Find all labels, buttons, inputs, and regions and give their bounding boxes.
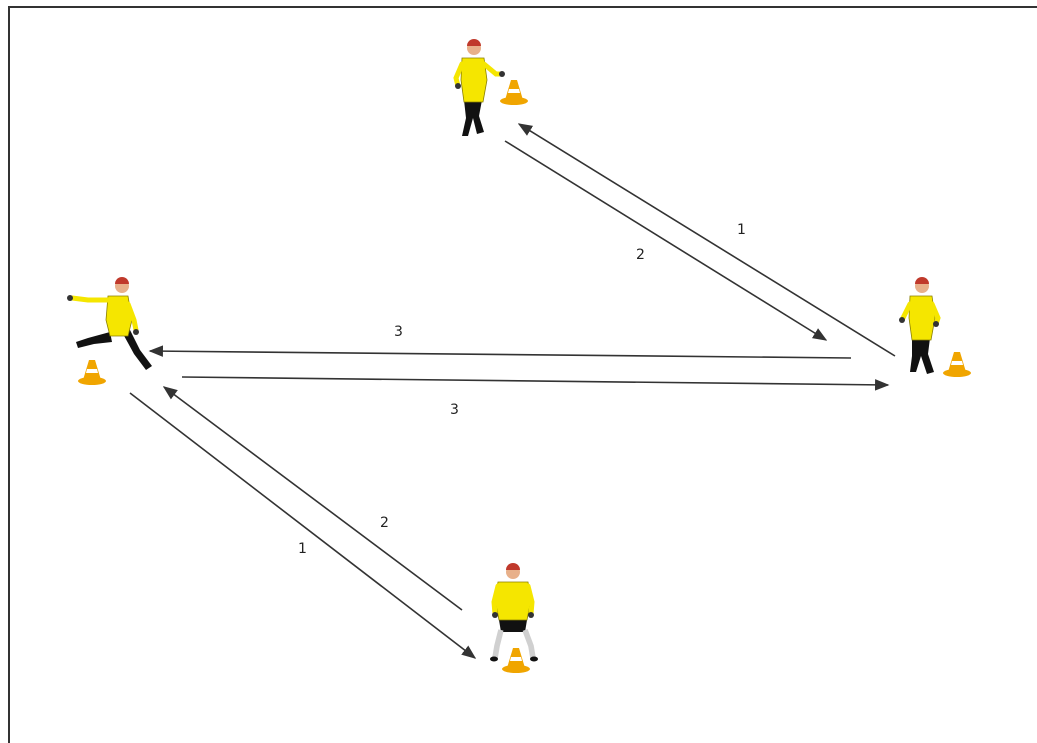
cone-icon xyxy=(943,352,971,377)
pass-arrow-1-left-to-bottom xyxy=(129,392,477,659)
pass-label-left-to-right: 3 xyxy=(450,402,459,418)
pass-label-left-to-bottom: 1 xyxy=(298,541,307,557)
pass-label-top-to-right: 2 xyxy=(636,247,645,263)
pass-arrow-2-top-to-right xyxy=(504,140,828,341)
field-border xyxy=(8,6,1037,743)
pass-arrow-3-right-to-left xyxy=(148,345,852,359)
pass-label-bottom-to-left: 2 xyxy=(380,515,389,531)
pass-arrow-2-bottom-to-left xyxy=(162,386,463,611)
goalkeeper-icon xyxy=(490,563,538,662)
pass-label-right-to-top: 1 xyxy=(737,222,746,238)
pass-label-right-to-left: 3 xyxy=(394,324,403,340)
goalkeeper-icon xyxy=(67,277,152,370)
pass-arrow-1-right-to-top xyxy=(517,123,896,357)
cone-icon xyxy=(500,80,528,105)
pass-arrow-3-left-to-right xyxy=(181,376,890,391)
cone-icon xyxy=(502,648,530,673)
cone-icon xyxy=(78,360,106,385)
goalkeeper-icon xyxy=(453,39,505,136)
goalkeeper-icon xyxy=(899,277,941,374)
